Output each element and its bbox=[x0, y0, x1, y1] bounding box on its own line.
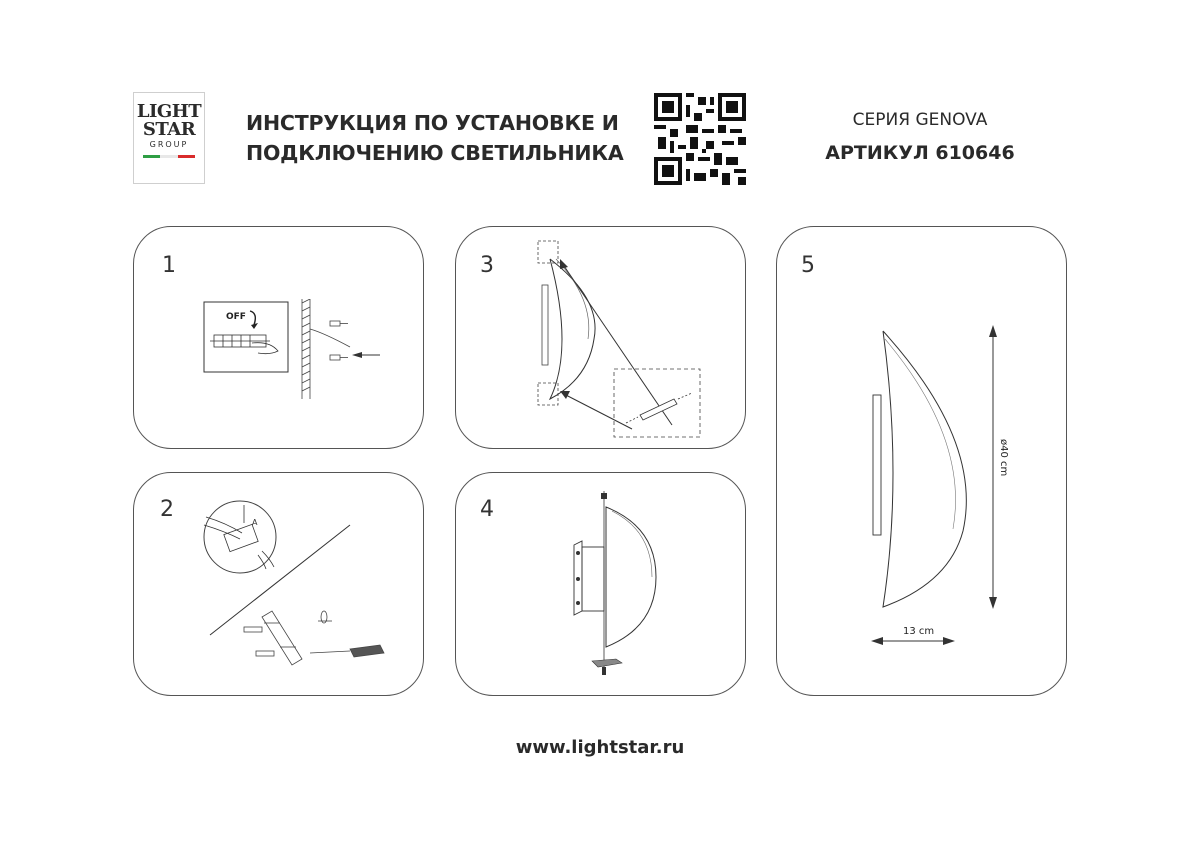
wiring-mounting-diagram: A bbox=[203, 500, 385, 666]
dimensions-diagram: ø40 cm 13 cm bbox=[871, 325, 1009, 645]
step-3-number: 3 bbox=[480, 253, 494, 278]
italian-flag-icon bbox=[143, 155, 195, 158]
step-3-panel: 3 bbox=[455, 226, 746, 449]
logo-text-line2: STAR bbox=[142, 119, 196, 140]
brand-logo: LIGHT STAR GROUP bbox=[133, 92, 205, 184]
series-label: СЕРИЯ GENOVA bbox=[852, 110, 988, 130]
callout-label-a: A bbox=[252, 518, 258, 527]
qr-code-icon bbox=[654, 93, 746, 185]
title-line-2: ПОДКЛЮЧЕНИЮ СВЕТИЛЬНИКА bbox=[246, 141, 624, 165]
logo-text-line3: GROUP bbox=[149, 140, 189, 149]
height-dimension-label: ø40 cm bbox=[998, 439, 1009, 476]
step-4-number: 4 bbox=[480, 497, 494, 522]
power-off-diagram: OFF bbox=[203, 299, 380, 399]
step-5-panel: 5 ø40 cm 13 cm bbox=[776, 226, 1067, 696]
lamp-screw-diagram bbox=[573, 491, 657, 675]
lamp-attach-diagram bbox=[537, 240, 701, 438]
step-4-panel: 4 bbox=[455, 472, 746, 696]
article-number: АРТИКУЛ 610646 bbox=[825, 142, 1015, 164]
title-line-1: ИНСТРУКЦИЯ ПО УСТАНОВКЕ И bbox=[246, 111, 619, 135]
document-title: ИНСТРУКЦИЯ ПО УСТАНОВКЕ И ПОДКЛЮЧЕНИЮ СВ… bbox=[246, 108, 646, 168]
step-2-number: 2 bbox=[160, 497, 174, 522]
logo-text-line1: LIGHT bbox=[136, 101, 202, 122]
step-5-number: 5 bbox=[801, 253, 815, 278]
step-1-number: 1 bbox=[162, 253, 176, 278]
switch-off-label: OFF bbox=[226, 312, 246, 322]
step-2-panel: 2 A bbox=[133, 472, 424, 696]
step-1-panel: 1 OFF bbox=[133, 226, 424, 449]
website-link[interactable]: www.lightstar.ru bbox=[515, 737, 685, 758]
width-dimension-label: 13 cm bbox=[903, 626, 934, 637]
